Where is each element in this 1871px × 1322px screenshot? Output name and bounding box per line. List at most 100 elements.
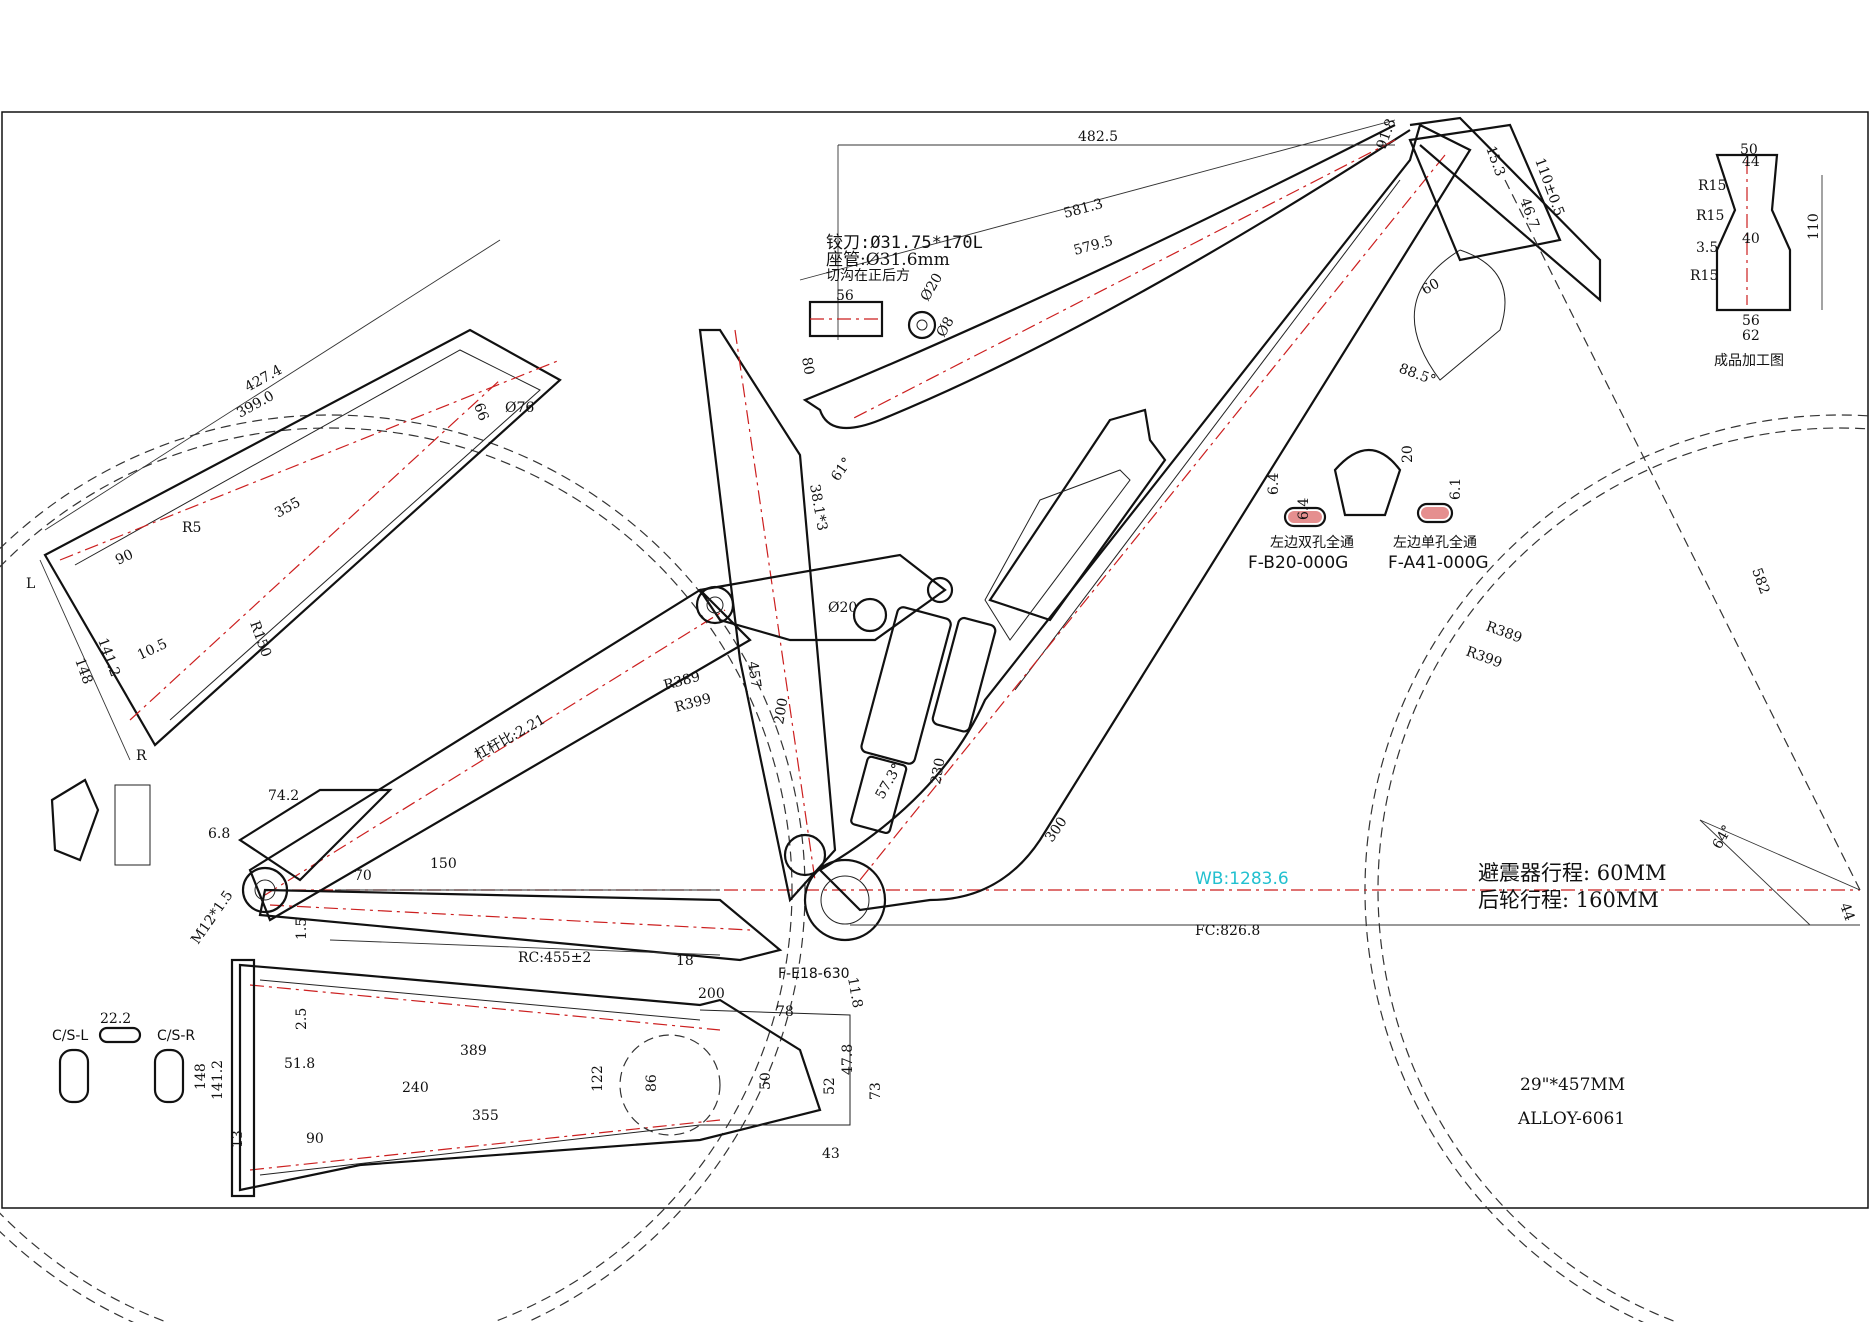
drawing-annotations: 铰刀:Ø31.75*170L 座管:Ø31.6mm 切沟在正后方 避震器行程: … bbox=[52, 233, 1784, 1129]
cable-port-detail bbox=[1283, 448, 1454, 528]
svg-text:43: 43 bbox=[822, 1146, 840, 1162]
svg-text:90: 90 bbox=[113, 547, 136, 569]
material-note: ALLOY-6061 bbox=[1517, 1109, 1625, 1129]
svg-text:R5: R5 bbox=[182, 520, 201, 536]
cs-left-label: C/S-L bbox=[52, 1028, 88, 1044]
svg-text:78: 78 bbox=[776, 1004, 794, 1020]
left-single-hole-note: 左边单孔全通 bbox=[1393, 534, 1477, 551]
finish-machining-detail bbox=[1715, 153, 1823, 312]
svg-text:M12*1.5: M12*1.5 bbox=[188, 888, 236, 947]
chainstay-label: RC:455±2 bbox=[518, 950, 591, 966]
svg-text:200: 200 bbox=[771, 697, 791, 726]
svg-text:64°: 64° bbox=[1710, 822, 1736, 852]
svg-text:11.8: 11.8 bbox=[844, 976, 865, 1009]
rear-triangle bbox=[43, 328, 783, 962]
svg-text:355: 355 bbox=[472, 1108, 499, 1124]
svg-text:38.1*3: 38.1*3 bbox=[806, 483, 830, 532]
cs-section-detail bbox=[58, 1026, 185, 1104]
svg-text:90: 90 bbox=[306, 1131, 324, 1147]
part-e18: F-E18-630 bbox=[778, 966, 850, 982]
svg-text:66: 66 bbox=[470, 401, 491, 423]
svg-text:20: 20 bbox=[1400, 445, 1416, 463]
svg-text:62: 62 bbox=[1742, 328, 1760, 344]
svg-text:R15: R15 bbox=[1698, 178, 1726, 194]
dimension-lines bbox=[39, 119, 1861, 956]
shock-travel-note: 避震器行程: 60MM bbox=[1478, 861, 1666, 885]
svg-text:74.2: 74.2 bbox=[268, 788, 299, 804]
svg-text:6.8: 6.8 bbox=[208, 826, 230, 842]
svg-text:Ø20: Ø20 bbox=[918, 271, 947, 304]
svg-text:148: 148 bbox=[193, 1063, 209, 1090]
svg-text:47.8: 47.8 bbox=[840, 1044, 856, 1075]
svg-text:482.5: 482.5 bbox=[1078, 129, 1118, 145]
svg-text:148: 148 bbox=[71, 656, 95, 687]
svg-text:Ø20: Ø20 bbox=[828, 600, 857, 616]
svg-text:13: 13 bbox=[230, 1130, 246, 1148]
front-center-label: FC:826.8 bbox=[1195, 923, 1260, 939]
cs-right-label: C/S-R bbox=[157, 1028, 195, 1044]
bottom-bracket bbox=[783, 833, 887, 942]
rear-dropout bbox=[237, 788, 393, 914]
svg-text:18: 18 bbox=[676, 953, 694, 969]
part-a41: F-A41-000G bbox=[1388, 553, 1489, 573]
svg-text:70: 70 bbox=[354, 868, 372, 884]
svg-text:355: 355 bbox=[272, 495, 303, 522]
svg-text:56: 56 bbox=[836, 288, 854, 304]
dimension-values: 482.5 581.3 579.5 110±0.5 15.3 46.7 91.8… bbox=[26, 117, 1857, 1162]
seatpost-note: 座管:Ø31.6mm bbox=[826, 250, 950, 270]
svg-text:R15: R15 bbox=[1696, 208, 1724, 224]
water-bottle bbox=[984, 408, 1167, 641]
svg-text:46.7: 46.7 bbox=[1516, 196, 1542, 231]
svg-text:R399: R399 bbox=[673, 691, 713, 716]
part-b20: F-B20-000G bbox=[1248, 553, 1348, 573]
wheelbase-label: WB:1283.6 bbox=[1195, 869, 1289, 889]
svg-text:300: 300 bbox=[1042, 814, 1070, 845]
svg-text:150: 150 bbox=[430, 856, 457, 872]
rear-travel-note: 后轮行程: 160MM bbox=[1478, 888, 1659, 912]
svg-text:R: R bbox=[136, 748, 147, 764]
svg-text:50: 50 bbox=[758, 1072, 774, 1090]
svg-text:73: 73 bbox=[868, 1082, 884, 1100]
drawing-border bbox=[1, 111, 1869, 1209]
svg-text:200: 200 bbox=[698, 986, 725, 1002]
svg-text:22.2: 22.2 bbox=[100, 1011, 131, 1027]
rocker-link bbox=[695, 553, 954, 642]
svg-text:L: L bbox=[26, 576, 35, 592]
svg-text:R150: R150 bbox=[246, 619, 274, 659]
svg-text:3.5: 3.5 bbox=[1696, 240, 1718, 256]
svg-text:R389: R389 bbox=[1484, 619, 1524, 647]
svg-text:457: 457 bbox=[744, 660, 764, 689]
wheel-size-note: 29"*457MM bbox=[1520, 1075, 1625, 1095]
svg-text:141.2: 141.2 bbox=[210, 1060, 226, 1100]
svg-text:6.4: 6.4 bbox=[1296, 498, 1312, 520]
svg-text:57.3°: 57.3° bbox=[873, 761, 906, 802]
svg-text:61°: 61° bbox=[828, 455, 855, 485]
svg-text:389: 389 bbox=[460, 1043, 487, 1059]
left-double-hole-note: 左边双孔全通 bbox=[1270, 534, 1354, 551]
svg-text:110: 110 bbox=[1806, 213, 1822, 240]
finish-label: 成品加工图 bbox=[1714, 353, 1784, 369]
svg-text:399.0: 399.0 bbox=[234, 388, 277, 421]
svg-text:40: 40 bbox=[1742, 231, 1760, 247]
svg-text:44: 44 bbox=[1742, 154, 1760, 170]
svg-text:579.5: 579.5 bbox=[1072, 233, 1115, 259]
svg-text:60: 60 bbox=[1419, 276, 1442, 299]
svg-text:51.8: 51.8 bbox=[284, 1056, 315, 1072]
svg-text:50: 50 bbox=[1740, 142, 1758, 158]
head-tube bbox=[1408, 123, 1861, 891]
svg-text:122: 122 bbox=[590, 1065, 606, 1092]
svg-text:88.5°: 88.5° bbox=[1397, 361, 1438, 389]
slot-note: 切沟在正后方 bbox=[826, 268, 910, 284]
svg-text:56: 56 bbox=[1742, 313, 1760, 329]
svg-text:15.3: 15.3 bbox=[1482, 144, 1508, 179]
hanger-detail bbox=[50, 778, 151, 866]
svg-text:Ø76: Ø76 bbox=[505, 400, 534, 416]
svg-text:R399: R399 bbox=[1464, 644, 1504, 672]
svg-text:R389: R389 bbox=[662, 669, 702, 694]
svg-text:6.4: 6.4 bbox=[1266, 473, 1282, 495]
svg-text:581.3: 581.3 bbox=[1062, 196, 1105, 222]
svg-text:582: 582 bbox=[1748, 566, 1772, 597]
svg-text:52: 52 bbox=[822, 1077, 838, 1095]
svg-text:91.8: 91.8 bbox=[1374, 117, 1400, 152]
svg-text:230: 230 bbox=[928, 757, 948, 786]
